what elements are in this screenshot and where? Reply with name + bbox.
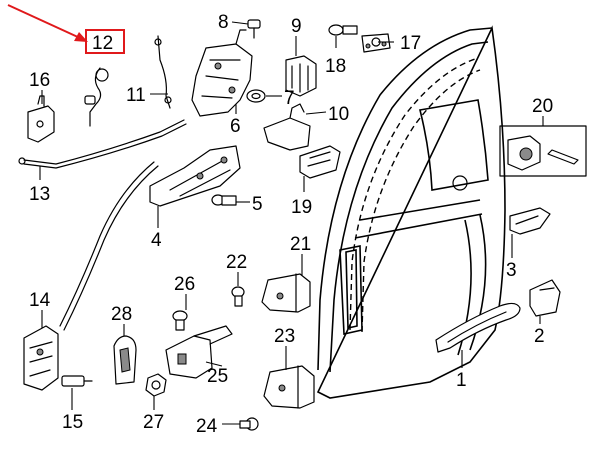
callout-19: 19	[291, 197, 312, 218]
part-14-lock-actuator	[23, 325, 59, 391]
callout-18: 18	[325, 56, 346, 77]
part-26-bolt	[172, 310, 188, 331]
callout-6: 6	[230, 116, 241, 137]
callout-25: 25	[207, 366, 228, 387]
callout-10: 10	[328, 104, 349, 125]
part-8-screw	[247, 19, 261, 39]
callout-3: 3	[506, 260, 517, 281]
callout-14: 14	[29, 290, 51, 311]
part-6-latch-module	[191, 29, 253, 117]
part-13-cable	[18, 119, 187, 169]
part-27-nut	[145, 373, 167, 397]
part-19-handle-bracket	[299, 145, 341, 179]
leader-lines	[39, 21, 544, 425]
callout-24: 24	[196, 416, 218, 437]
part-12-lock-rod	[84, 67, 109, 127]
part-5-bolt	[211, 194, 237, 206]
part-cable-inner	[63, 165, 159, 331]
callout-7: 7	[284, 88, 295, 109]
callout-22: 22	[226, 252, 247, 273]
callout-13: 13	[29, 184, 50, 205]
part-17-striker	[361, 33, 391, 53]
callout-16: 16	[29, 70, 50, 91]
callout-28: 28	[111, 304, 132, 325]
part-25-door-check	[165, 325, 233, 379]
part-2-cap	[529, 279, 561, 317]
callout-23: 23	[274, 326, 295, 347]
part-22-bolt	[231, 286, 245, 307]
part-11-rod	[154, 35, 172, 109]
part-28-plug	[113, 335, 137, 385]
callout-1: 1	[456, 370, 467, 391]
part-9-cover	[285, 55, 317, 97]
callout-9: 9	[291, 16, 302, 37]
callout-labels: 12 8 9 18 17 16 11 7 10 6 20 13 5 19 4 2…	[29, 12, 553, 437]
part-20-lock-cylinder-kit	[499, 125, 587, 177]
part-23-lower-hinge	[263, 365, 315, 409]
part-24-bolt	[239, 417, 259, 431]
callout-17: 17	[400, 33, 421, 54]
callout-15: 15	[62, 412, 83, 433]
part-3-interior-handle	[509, 207, 551, 235]
callout-8: 8	[218, 12, 229, 33]
callout-20: 20	[532, 96, 553, 117]
callout-2: 2	[534, 326, 545, 347]
door-frame	[316, 25, 506, 399]
callout-4: 4	[151, 230, 162, 251]
part-21-upper-hinge	[261, 273, 311, 313]
callout-26: 26	[174, 274, 195, 295]
callout-5: 5	[252, 194, 263, 215]
part-16-bracket	[27, 95, 55, 143]
highlight-box	[85, 29, 125, 54]
part-18-bolt	[328, 24, 358, 36]
callout-11: 11	[126, 85, 146, 106]
highlight-arrow	[7, 4, 81, 39]
part-10-bracket	[263, 103, 311, 151]
part-cable-outer	[59, 161, 155, 327]
callout-21: 21	[290, 234, 311, 255]
part-7-grommet	[246, 89, 266, 103]
part-15-connector	[61, 375, 93, 387]
callout-12: 12	[92, 33, 113, 54]
highlight-arrowhead	[74, 32, 88, 42]
part-4-handle-carrier	[149, 145, 241, 207]
callout-27: 27	[143, 412, 164, 433]
part-1-exterior-handle	[435, 302, 521, 353]
